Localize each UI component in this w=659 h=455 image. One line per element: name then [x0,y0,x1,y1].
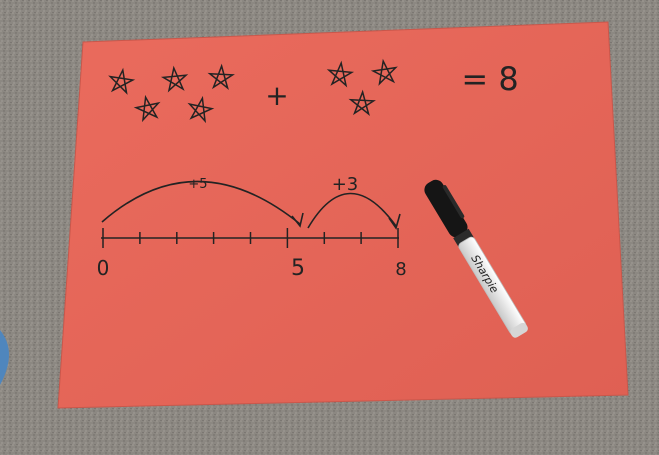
jump-arc-first [101,180,301,225]
right-stars-group [326,58,398,117]
marker-band [453,228,474,247]
equation-result: = 8 [461,60,518,98]
hand-drawn-star [187,95,215,124]
hand-drawn-star [207,63,235,91]
jump-arc-first-arrowhead [291,212,304,228]
hand-drawn-star [370,58,398,86]
number-label-8: 8 [395,259,406,280]
hand-drawn-star [160,65,189,93]
plus-sign: + [265,79,288,112]
number-line-ticks [102,228,399,248]
hand-drawn-star [326,60,355,88]
hand-drawn-star [133,94,161,123]
number-label-0: 0 [97,256,110,280]
hand-drawn-star [108,67,136,95]
jump-second-label: +3 [332,174,359,195]
jump-arc-second-arrowhead [388,213,401,230]
marker-cap [424,179,468,238]
blue-edge-artifact [0,330,9,385]
marker-cap-clip [442,185,465,219]
jump-first-label: +5 [188,177,207,192]
hand-drawn-star [348,89,376,117]
left-stars-group [108,63,235,124]
red-paper-sheet [57,21,629,409]
marker-end-cap [510,322,528,338]
jump-arc-second [307,192,397,229]
number-label-5: 5 [291,256,305,281]
sharpie-marker: Sharpie [424,179,528,338]
